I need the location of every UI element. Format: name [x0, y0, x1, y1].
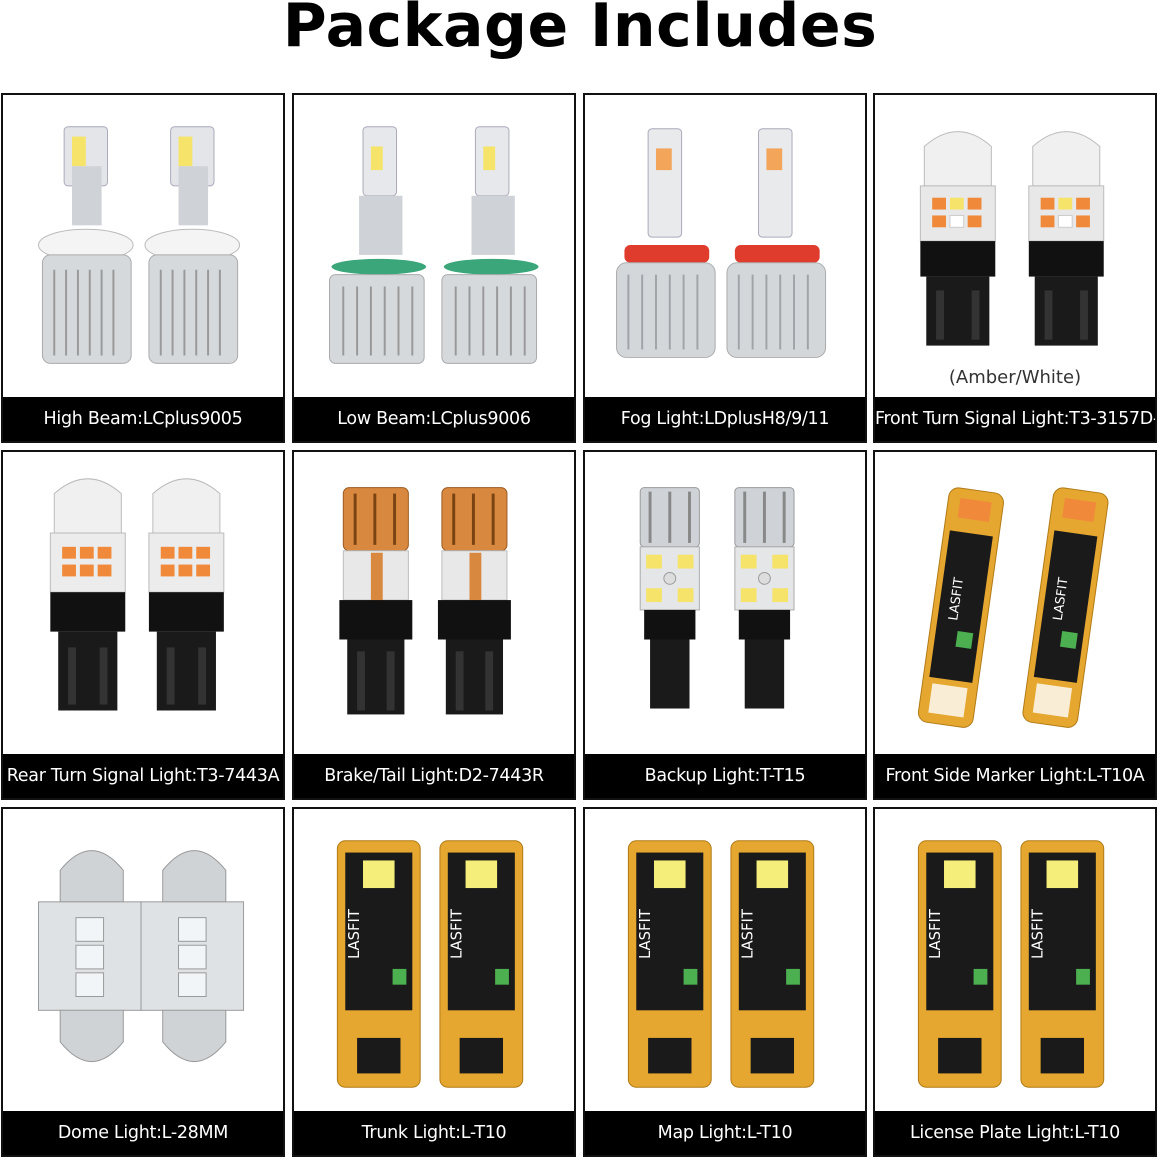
item-front-side-marker: LASFIT Front Side Marker Light:L-T10A — [873, 450, 1157, 800]
color-note: (Amber/White) — [948, 367, 1082, 388]
brake-bulb-icon — [294, 452, 574, 758]
item-caption: Backup Light:T-T15 — [585, 754, 865, 798]
item-low-beam: Low Beam:LCplus9006 — [292, 93, 576, 443]
item-caption: Rear Turn Signal Light:T3-7443A — [3, 754, 283, 798]
item-caption: Trunk Light:L-T10 — [294, 1111, 574, 1155]
item-caption: Front Side Marker Light:L-T10A — [875, 754, 1155, 798]
item-caption: License Plate Light:L-T10 — [875, 1111, 1155, 1155]
item-trunk-light: LASFIT Trunk Light:L-T10 — [292, 807, 576, 1157]
festoon-bulb-icon — [3, 809, 283, 1115]
t10-bulb-icon — [875, 809, 1155, 1115]
page-title: Package Includes — [282, 0, 878, 61]
item-caption: Fog Light:LDplusH8/9/11 — [585, 397, 865, 441]
fog-bulb-icon — [585, 95, 865, 401]
item-caption: Map Light:L-T10 — [585, 1111, 865, 1155]
item-map-light: Map Light:L-T10 — [583, 807, 867, 1157]
item-backup-light: Backup Light:T-T15 — [583, 450, 867, 800]
turn-signal-bulb-icon — [3, 452, 283, 758]
brand-text: LASFIT — [946, 576, 967, 621]
item-caption: High Beam:LCplus9005 — [3, 397, 283, 441]
item-license-plate-light: License Plate Light:L-T10 — [873, 807, 1157, 1157]
turn-signal-bulb-icon — [875, 95, 1155, 401]
item-brake-tail: Brake/Tail Light:D2-7443R — [292, 450, 576, 800]
item-caption: Low Beam:LCplus9006 — [294, 397, 574, 441]
item-fog-light: Fog Light:LDplusH8/9/11 — [583, 93, 867, 443]
item-dome-light: Dome Light:L-28MM — [1, 807, 285, 1157]
t10-bulb-icon: LASFIT — [294, 809, 574, 1115]
headlight-bulb-icon — [294, 95, 574, 401]
backup-bulb-icon — [585, 452, 865, 758]
brand-text: LASFIT — [346, 908, 363, 959]
headlight-bulb-icon — [3, 95, 283, 401]
t10-bulb-icon — [585, 809, 865, 1115]
t10-bulb-icon: LASFIT — [875, 452, 1155, 758]
item-caption: Dome Light:L-28MM — [3, 1111, 283, 1155]
product-grid: High Beam:LCplus9005 L — [0, 92, 1160, 1160]
item-high-beam: High Beam:LCplus9005 — [1, 93, 285, 443]
item-front-turn-signal: (Amber/White) Front Turn Signal Light:T3… — [873, 93, 1157, 443]
item-caption: Front Turn Signal Light:T3-3157D-CK — [875, 397, 1155, 441]
item-caption: Brake/Tail Light:D2-7443R — [294, 754, 574, 798]
item-rear-turn-signal: Rear Turn Signal Light:T3-7443A — [1, 450, 285, 800]
